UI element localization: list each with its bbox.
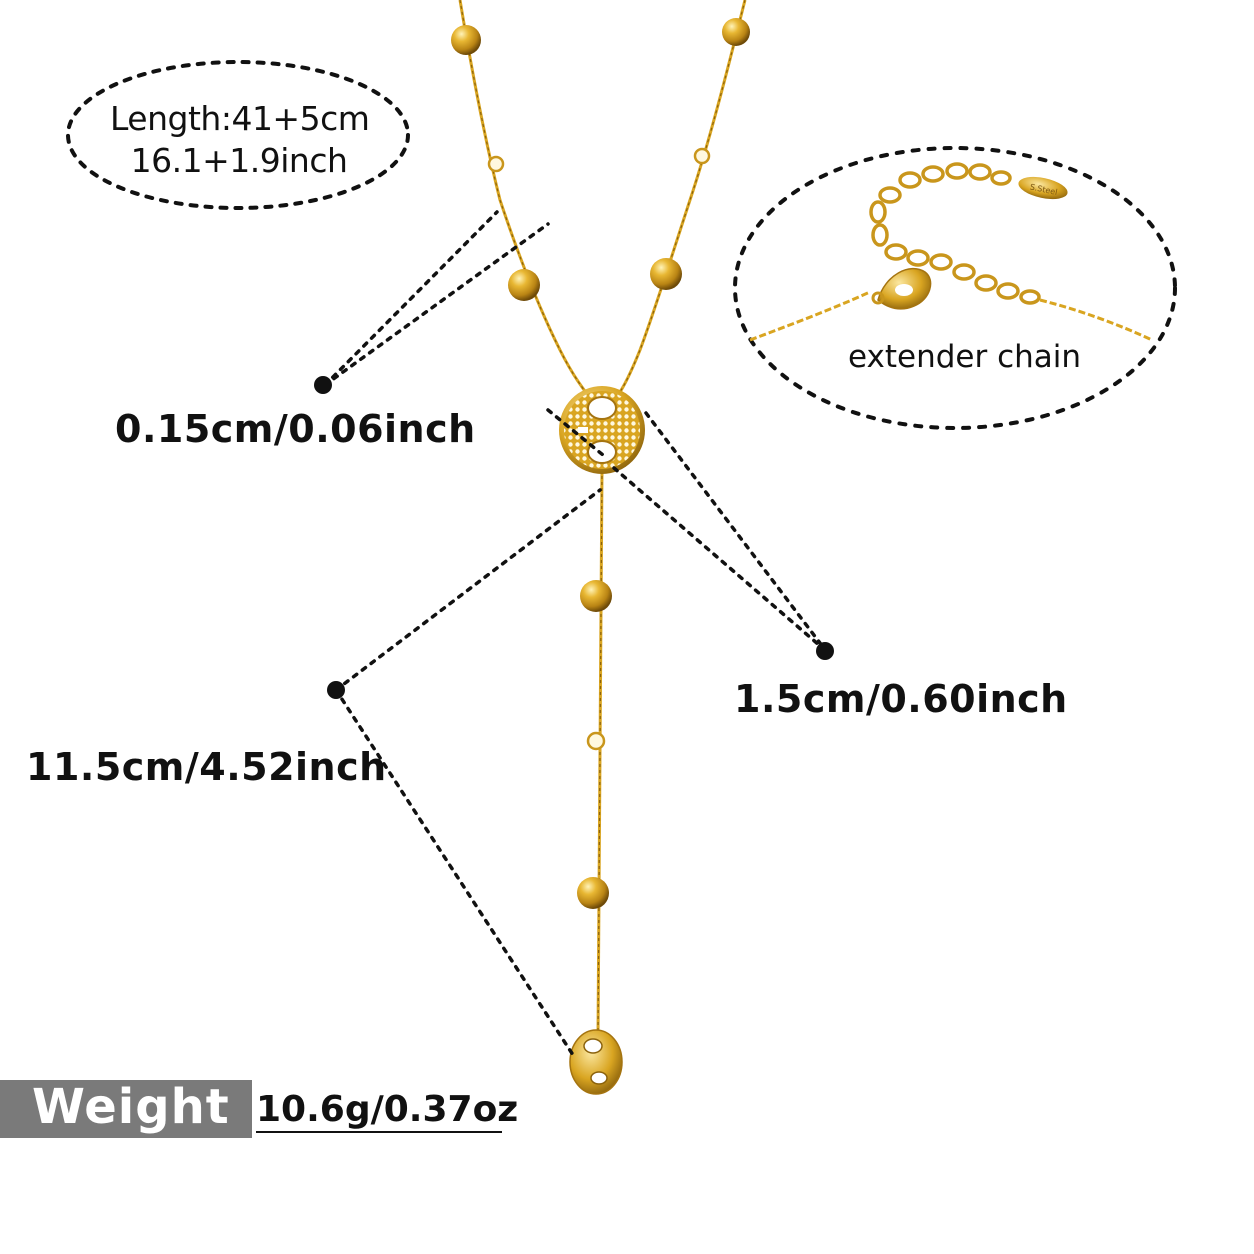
bottom-pendant-icon [569,1029,623,1095]
chain-left-strand [458,0,590,396]
weight-badge [0,1080,252,1138]
extender-callout-ellipse [733,146,1177,430]
weight-value: 10.6g/0.37oz [256,1092,518,1133]
measurement-dots [314,376,834,699]
length-cm: Length:41+5cm [110,99,370,138]
length-callout-ellipse [66,60,410,210]
chain-thickness-label: 0.15cm/0.06inch [115,407,476,451]
rhinestone-icon [487,147,711,751]
chain-right-strand [616,0,747,396]
bead-icon [451,18,750,909]
lobster-clasp-icon [871,267,932,310]
drop-length-label: 11.5cm/4.52inch [26,745,387,789]
length-label: Length:41+5cm 16.1+1.9inch [110,98,370,182]
measurement-lines [323,210,828,1060]
pendant-disc-icon [559,386,645,474]
extender-chain-label: extender chain [848,339,1082,375]
length-inch: 16.1+1.9inch [130,141,348,180]
pendant-size-label: 1.5cm/0.60inch [734,677,1068,721]
extender-chain-icon: S.Steel [749,162,1153,342]
weight-label: Weight [32,1079,230,1135]
